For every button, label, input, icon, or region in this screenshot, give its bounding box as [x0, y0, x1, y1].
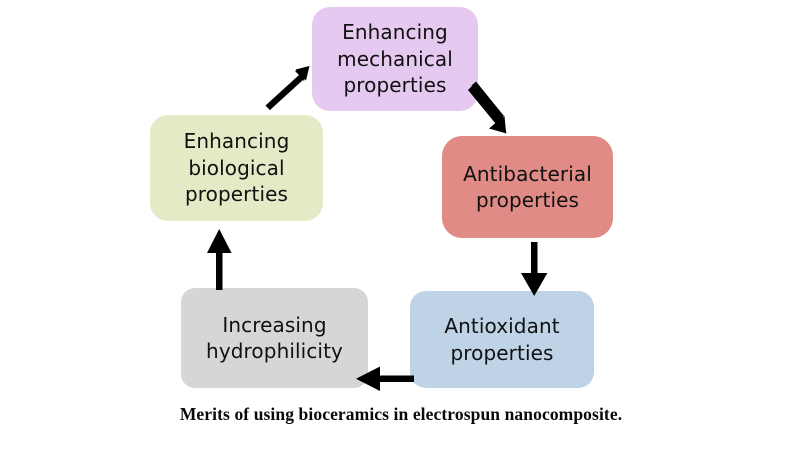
node-enhancing-mechanical-properties: Enhancing mechanical properties: [312, 7, 478, 111]
node-increasing-hydrophilicity: Increasing hydrophilicity: [181, 288, 368, 388]
node-antibacterial-properties: Antibacterial properties: [442, 136, 613, 238]
arrow-down-icon: [508, 242, 562, 298]
node-antioxidant-properties: Antioxidant properties: [410, 291, 594, 388]
figure-caption: Merits of using bioceramics in electrosp…: [179, 404, 623, 424]
arrow-up-right-icon: [262, 62, 316, 116]
node-enhancing-biological-properties: Enhancing biological properties: [150, 115, 323, 221]
arrow-up-icon: [196, 228, 244, 290]
